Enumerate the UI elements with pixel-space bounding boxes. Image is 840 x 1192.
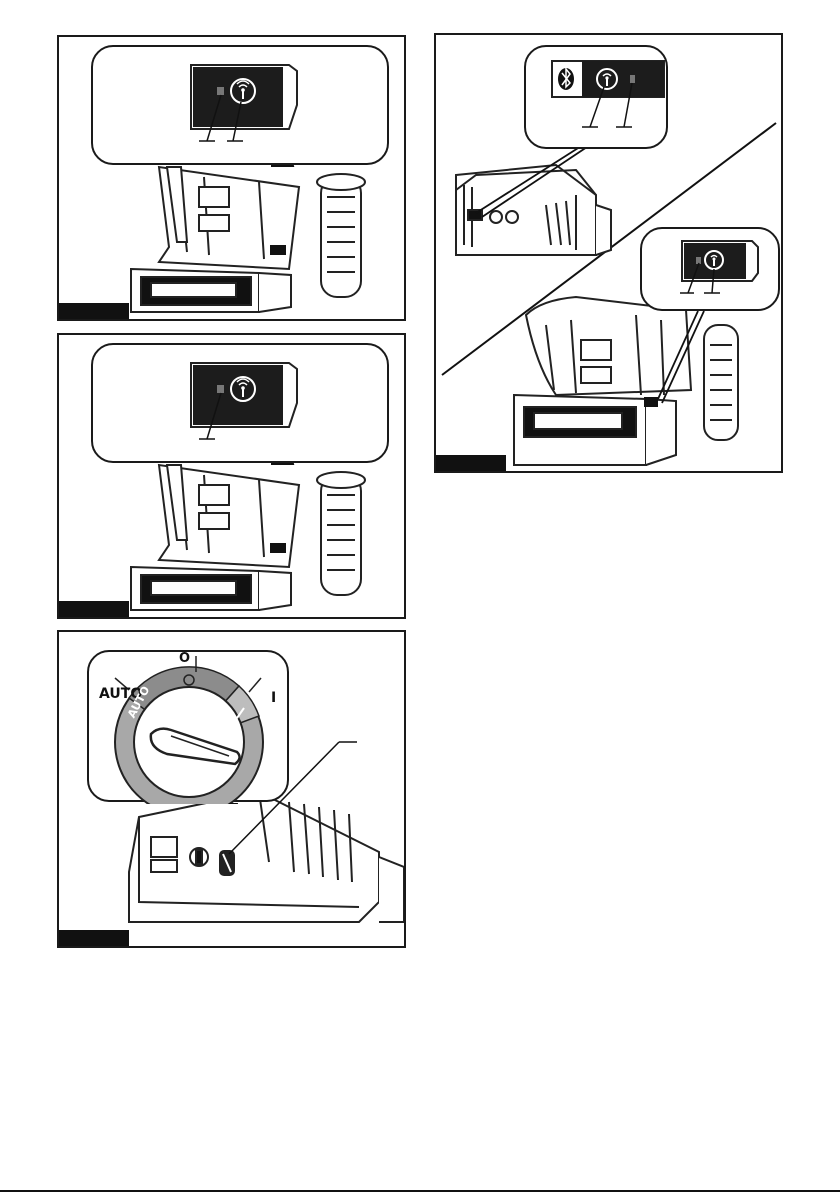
figure-mode-dial: AUTO O I AUTO — [57, 630, 406, 948]
figure-bluetooth-pairing — [434, 33, 783, 473]
indicator-on-tool — [270, 543, 286, 553]
status-lamp-icon — [217, 385, 224, 393]
callout-tool-panel — [640, 227, 780, 311]
mode-dial-graphic — [89, 652, 291, 804]
figure-number-tag — [59, 930, 129, 946]
callout-indicator-panel — [91, 45, 389, 165]
figure-wireless-indicators-tool — [57, 35, 406, 321]
status-lamp-icon — [630, 75, 635, 83]
dial-label-off: O — [179, 651, 190, 666]
figure-number-tag — [59, 303, 129, 319]
bluetooth-icon — [558, 68, 574, 90]
figure-number-tag — [436, 455, 506, 471]
callout-bluetooth-panel — [524, 45, 668, 149]
indicator-on-tool — [270, 245, 286, 255]
tool-panel-graphic — [642, 229, 782, 313]
callout-mode-dial: AUTO O I AUTO — [87, 650, 289, 802]
callout-indicator-panel — [91, 343, 389, 463]
dial-label-on: I — [271, 690, 276, 706]
status-lamp-icon — [217, 87, 224, 95]
indicator-panel-graphic — [93, 47, 391, 167]
indicator-panel-graphic — [93, 345, 391, 465]
mode-selector-knob-icon — [219, 850, 235, 876]
figure-wireless-indicator-single — [57, 333, 406, 619]
figure-number-tag — [59, 601, 129, 617]
indicator-on-tool — [644, 397, 658, 407]
bluetooth-panel-graphic — [526, 47, 670, 151]
